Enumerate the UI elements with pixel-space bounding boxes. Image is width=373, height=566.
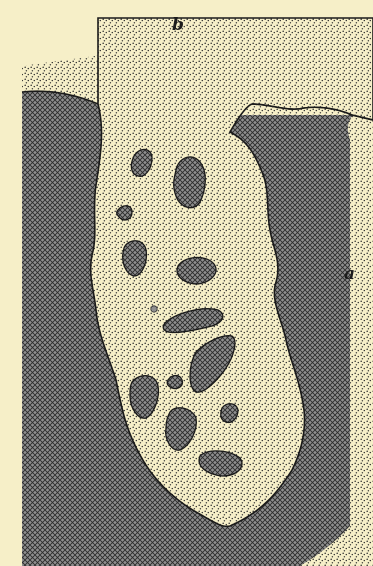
small-grain — [151, 306, 157, 312]
hole — [117, 206, 132, 220]
label-a: a — [344, 266, 355, 283]
hole — [177, 257, 216, 284]
hole — [167, 376, 182, 389]
label-b: b — [172, 17, 184, 34]
hole — [174, 157, 206, 208]
